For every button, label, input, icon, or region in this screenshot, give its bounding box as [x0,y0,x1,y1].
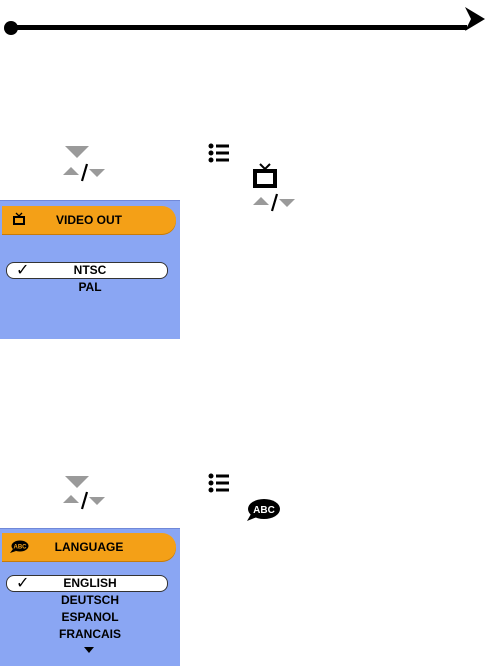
up-down-arrows-icon [253,193,295,212]
tv-icon [253,163,277,188]
video-out-title: VIDEO OUT [55,213,122,227]
abc-speech-icon: ABC [247,499,280,521]
tv-icon [13,212,25,225]
option-espanol[interactable]: ESPANOL [61,610,119,624]
triangle-down-icon [65,146,89,158]
language-title: LANGUAGE [54,540,124,554]
header-rule-dot [4,21,18,35]
abc-speech-icon: ABC [10,540,29,553]
check-icon: ✓ [16,260,30,279]
selected-option-highlight[interactable]: ✓ [6,260,168,279]
language-screen: ABC LANGUAGE ✓ ENGLISH DEUTSCH ESPANOL F… [0,528,180,666]
option-deutsch[interactable]: DEUTSCH [60,593,119,607]
option-ntsc[interactable]: NTSC [73,263,107,277]
header-rule-line [12,25,467,30]
chevron-right-icon[interactable] [463,6,487,32]
svg-text:ABC: ABC [14,545,28,551]
language-header: ABC LANGUAGE [2,533,176,562]
scroll-down-icon[interactable] [84,647,94,653]
selected-option-highlight[interactable]: ✓ [6,573,168,592]
up-down-arrows-icon [63,491,105,510]
option-english[interactable]: ENGLISH [63,576,117,590]
menu-list-icon [208,143,229,163]
svg-text:ABC: ABC [253,505,275,516]
option-pal[interactable]: PAL [78,280,102,294]
triangle-down-icon [65,476,89,488]
check-icon: ✓ [16,573,30,592]
video-out-screen: VIDEO OUT ✓ NTSC PAL [0,200,180,339]
option-francais[interactable]: FRANCAIS [59,627,121,641]
menu-list-icon [208,473,229,493]
video-out-header: VIDEO OUT [2,206,176,235]
up-down-arrows-icon [63,163,105,182]
